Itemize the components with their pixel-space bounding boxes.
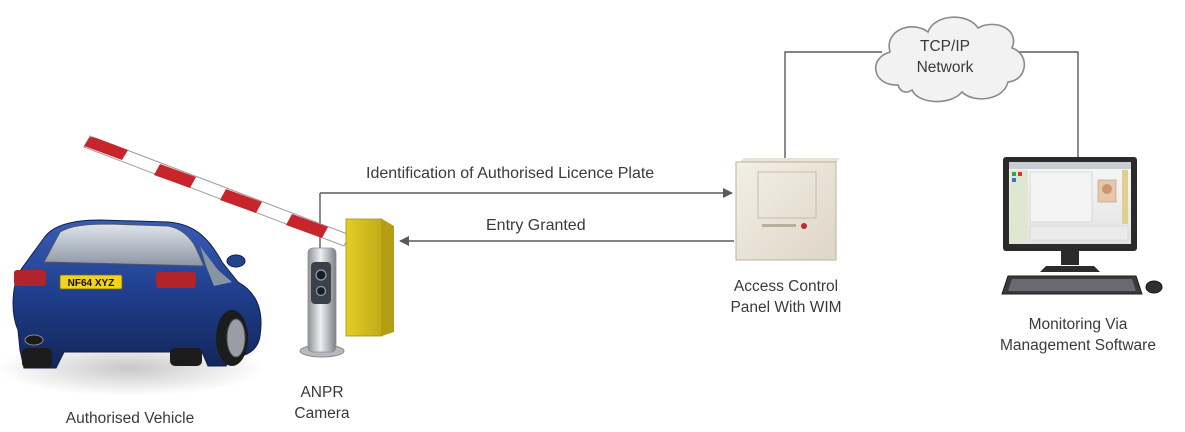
car-rear-wheel-right [170,348,202,366]
monitor-stand [1061,251,1079,265]
barrier-stripe [154,164,196,188]
screen-icon-blue [1012,178,1016,182]
licence-plate-text: NF64 XYZ [68,278,115,289]
mouse-icon [1145,280,1163,294]
panel-led-icon [801,223,807,229]
access-control-panel [735,158,840,261]
tcp-ip-network-cloud [874,16,1026,103]
monitor-base [1040,266,1100,272]
screen-scroll-strip [1122,170,1128,224]
car-side-mirror [226,254,246,268]
barrier-arm [83,135,351,247]
screen-icon-red [1018,172,1022,176]
barrier-box-front [345,218,383,337]
screen-form [1029,171,1093,223]
screen-titlebar [1009,162,1131,169]
cloud-to-monitor-line [1015,51,1079,158]
vehicle-label: Authorised Vehicle [40,408,220,429]
barrier-stripe [220,189,262,213]
anpr-camera [299,247,345,358]
licence-plate [59,274,123,290]
screen-icon-green [1012,172,1016,176]
car-tail-light-right [156,272,196,288]
barrier-box [345,218,394,337]
screen-table [1029,225,1129,241]
entry-granted-flow-label: Entry Granted [486,217,586,234]
monitor-label-line1: Monitoring Via [1028,316,1128,333]
cloud-label: TCP/IP Network [897,36,993,78]
screen-sidebar [1010,170,1028,242]
panel-label-line1: Access Control [733,278,839,295]
monitoring-workstation [1001,157,1163,295]
cloud-label-line2: Network [916,59,974,76]
camera-sensor-icon [315,285,327,297]
panel-door [757,171,817,219]
avatar-icon [1102,184,1112,194]
identification-flow-label: Identification of Authorised Licence Pla… [366,165,655,182]
car-rear-wheel-left [22,348,52,368]
cloud-label-line1: TCP/IP [920,38,970,55]
camera-label-line1: ANPR [300,384,344,401]
panel-label-strip [762,224,796,227]
car-exhaust [24,334,44,346]
barrier-stripe [286,214,328,238]
barrier-box-side [382,219,394,336]
car-side-window [200,246,232,286]
panel-box [735,161,837,261]
network-links [784,51,1079,162]
panel-to-cloud-line [784,51,882,162]
camera-label: ANPR Camera [272,382,372,424]
vehicle-label-line: Authorised Vehicle [65,410,195,427]
authorised-vehicle: NF64 XYZ [0,219,265,396]
monitor-label-line2: Management Software [1000,337,1156,354]
camera-label-line2: Camera [294,405,350,422]
panel-label-line2: Panel With WIM [730,299,842,316]
car-tail-light-left [14,270,46,286]
car-rear-window [43,223,205,267]
camera-lens-icon [315,269,327,281]
camera-housing [311,262,331,304]
panel-label: Access Control Panel With WIM [704,276,868,318]
keyboard-keys [1008,279,1136,291]
car-wheel-rim [226,318,246,358]
barrier-stripe [84,137,128,160]
monitor-label: Monitoring Via Management Software [975,314,1181,356]
